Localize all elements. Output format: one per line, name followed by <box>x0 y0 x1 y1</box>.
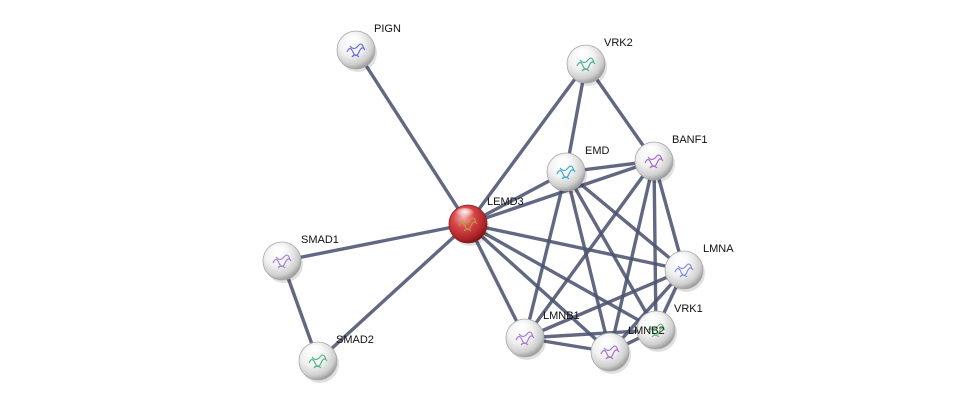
edge-emd-vrk1[interactable] <box>564 170 658 332</box>
edge-vrk2-banf1[interactable] <box>584 62 656 163</box>
sphere-highlight <box>512 322 532 334</box>
sphere-highlight <box>641 145 661 157</box>
sphere-highlight <box>573 48 593 60</box>
protein-structure-icon <box>272 254 292 269</box>
node-label-smad1: SMAD1 <box>301 234 339 246</box>
edge-banf1-lmnb2[interactable] <box>608 159 656 354</box>
sphere-highlight <box>671 254 691 266</box>
protein-structure-icon <box>646 323 666 338</box>
node-smad1[interactable]: SMAD1 <box>262 234 339 283</box>
node-label-lmnb1: LMNB1 <box>543 310 580 322</box>
node-banf1[interactable]: BANF1 <box>634 134 707 183</box>
sphere-highlight <box>553 156 573 168</box>
edge-vrk2-lemd3[interactable] <box>466 62 588 226</box>
node-emd[interactable]: EMD <box>546 145 610 194</box>
protein-structure-icon <box>576 57 596 72</box>
node-label-lemd3: LEMD3 <box>487 196 524 208</box>
protein-structure-icon <box>458 217 478 232</box>
node-label-lmnb2: LMNB2 <box>628 325 665 337</box>
sphere-highlight <box>305 345 325 357</box>
protein-structure-icon <box>346 43 366 58</box>
node-vrk2[interactable]: VRK2 <box>566 37 633 86</box>
edge-emd-lmna[interactable] <box>564 170 686 272</box>
node-label-banf1: BANF1 <box>672 134 707 146</box>
node-label-smad2: SMAD2 <box>336 334 374 346</box>
edge-lemd3-lmnb2[interactable] <box>466 222 612 354</box>
edge-lemd3-vrk1[interactable] <box>466 222 658 332</box>
edge-lemd3-smad2[interactable] <box>316 222 470 363</box>
sphere-highlight <box>643 314 663 326</box>
edge-lemd3-lmna[interactable] <box>466 222 686 272</box>
edge-pign-lemd3[interactable] <box>354 48 470 226</box>
node-smad2[interactable]: SMAD2 <box>298 334 374 383</box>
protein-structure-icon <box>515 331 535 346</box>
node-pign[interactable]: PIGN <box>336 23 401 72</box>
edge-banf1-lemd3[interactable] <box>466 159 656 226</box>
sphere-highlight <box>455 208 475 220</box>
node-label-emd: EMD <box>585 145 610 157</box>
edge-lmna-lmnb1[interactable] <box>523 268 686 340</box>
node-lmnb2[interactable]: LMNB2 <box>590 325 665 374</box>
sphere-highlight <box>343 34 363 46</box>
edges-layer <box>280 48 686 363</box>
protein-structure-icon <box>674 263 694 278</box>
node-label-vrk2: VRK2 <box>604 37 633 49</box>
edge-lemd3-lmnb1[interactable] <box>466 222 527 340</box>
node-label-lmna: LMNA <box>703 243 734 255</box>
node-lmna[interactable]: LMNA <box>664 243 734 292</box>
protein-structure-icon <box>308 354 328 369</box>
edge-emd-lmnb1[interactable] <box>523 170 568 340</box>
protein-structure-icon <box>600 345 620 360</box>
protein-structure-icon <box>644 154 664 169</box>
sphere-highlight <box>269 245 289 257</box>
node-label-pign: PIGN <box>374 23 401 35</box>
sphere-highlight <box>597 336 617 348</box>
edge-lemd3-smad1[interactable] <box>280 222 470 263</box>
node-lemd3[interactable]: LEMD3 <box>448 196 524 246</box>
node-lmnb1[interactable]: LMNB1 <box>505 310 580 360</box>
node-label-vrk1: VRK1 <box>674 303 703 315</box>
protein-structure-icon <box>556 165 576 180</box>
edge-lmnb1-vrk1[interactable] <box>523 328 658 340</box>
node-vrk1[interactable]: VRK1 <box>636 303 703 352</box>
edge-emd-lmnb2[interactable] <box>564 170 612 354</box>
